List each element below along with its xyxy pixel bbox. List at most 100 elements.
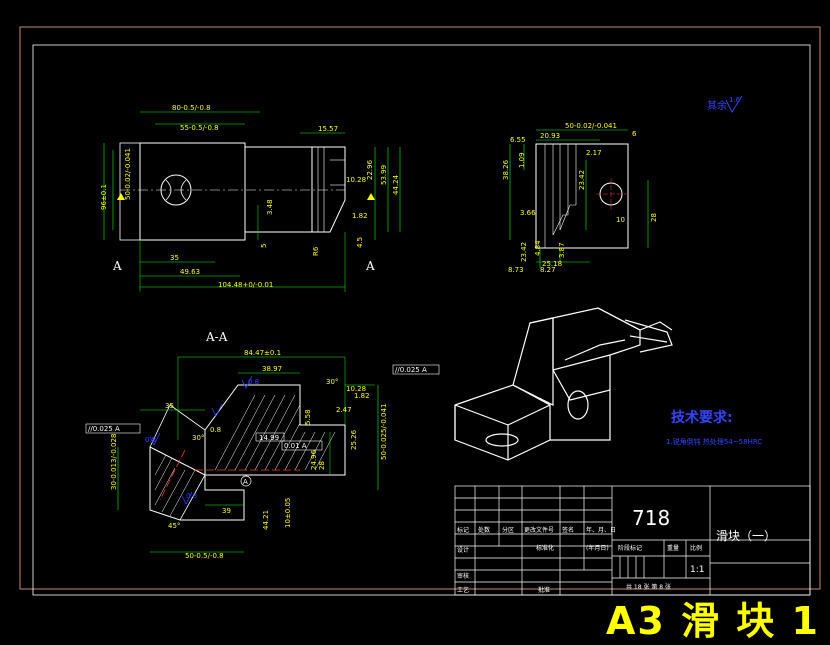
- dim-45deg: 45°: [168, 522, 180, 530]
- stage-header: 阶段标记: [618, 544, 642, 552]
- scale-value: 1:1: [690, 565, 704, 575]
- dim-53-99: 53.99: [380, 165, 388, 185]
- sheet-info: 共 18 张 第 8 张: [626, 583, 671, 591]
- side-view: 50-0.02/-0.041 6.55 20.93 6 1.09 38.26 2…: [502, 122, 658, 274]
- tb-date: 年、月、日: [586, 526, 616, 534]
- ra-0-8-c: 0.8: [186, 492, 197, 500]
- ra-0-8-a: 0.8: [248, 378, 259, 386]
- dim-44-21: 44.21: [262, 510, 270, 530]
- dim-80: 80-0.5/-0.8: [172, 104, 211, 112]
- scale-header: 比例: [690, 544, 702, 552]
- roughness-note: 其余 1.6: [707, 95, 743, 114]
- dim-30deg-b: 30°: [192, 434, 204, 442]
- title-block: [454, 485, 811, 596]
- roughness-label: 其余: [707, 99, 727, 112]
- dim-2-17: 2.17: [586, 149, 602, 157]
- dim-20-93: 20.93: [540, 132, 560, 140]
- roughness-value: 1.6: [729, 96, 741, 104]
- tb-qianming: 签名: [562, 526, 574, 534]
- dim-s-35: 35: [165, 402, 174, 410]
- ra-0-8-b: 0.8: [145, 436, 156, 444]
- dim-14-99: 14.99: [259, 434, 279, 442]
- dim-35: 35: [170, 254, 179, 262]
- dim-49-63: 49.63: [180, 268, 200, 276]
- dim-side-50: 50-0.02/-0.041: [565, 122, 617, 130]
- dim-44-24: 44.24: [392, 174, 400, 195]
- dim-23-42b: 23.42: [520, 242, 528, 262]
- view-marker-a-right: A: [365, 259, 375, 273]
- tb-fenqu: 分区: [502, 526, 514, 534]
- dim-1-82: 1.82: [352, 212, 368, 220]
- dim-left-30: 30-0.013/-0.028: [110, 434, 118, 490]
- watermark-title: A3 滑 块 1: [606, 599, 820, 643]
- dim-25-26: 25.26: [350, 429, 358, 450]
- dim-22-96: 22.96: [366, 159, 374, 180]
- tb-gongyi: 工艺: [457, 586, 469, 594]
- tb-gengai: 更改文件号: [524, 526, 554, 534]
- dim-0-8: 0.8: [210, 426, 221, 434]
- dim-8-27: 8.27: [540, 266, 556, 274]
- isometric-view: [454, 307, 673, 461]
- dim-4-5: 4.5: [356, 237, 364, 248]
- dim-24-96: 24.96: [310, 449, 318, 470]
- tech-requirements: 技术要求: 1.锐角倒钝 热处理54~58HRC: [666, 409, 762, 446]
- dim-6-55: 6.55: [510, 136, 526, 144]
- dim-4-84: 4.84: [534, 240, 542, 256]
- dim-38-26: 38.26: [502, 159, 510, 180]
- dim-10-28: 10.28: [346, 176, 366, 184]
- dim-39: 39: [222, 507, 231, 515]
- part-name: 滑块（一）: [716, 529, 776, 543]
- dim-96: 96±0.1: [100, 184, 108, 210]
- dim-28: 28: [650, 213, 658, 222]
- dim-s-50-bottom: 50-0.5/-0.8: [185, 552, 224, 560]
- dim-8-73: 8.73: [508, 266, 524, 274]
- title-block-text: 718 滑块（一） 阶段标记 重量 比例 1:1 共 18 张 第 8 张 标记…: [457, 506, 776, 594]
- tb-pizhun: 批准: [538, 586, 550, 594]
- dim-30deg: 30°: [326, 378, 338, 386]
- view-marker-a-left: A: [112, 259, 122, 273]
- dim-s-1-82: 1.82: [354, 392, 370, 400]
- dim-5-58: 5.58: [304, 409, 312, 425]
- part-number: 718: [632, 506, 670, 530]
- dim-right-50: 50-0.025/-0.041: [380, 404, 388, 460]
- dim-r6: R6: [312, 246, 320, 256]
- tech-title: 技术要求:: [671, 409, 733, 426]
- dim-10: 10: [616, 216, 625, 224]
- dim-50: 50-0.02/-0.041: [124, 148, 132, 200]
- tb-nianyueri: (年月日): [586, 544, 609, 552]
- dim-6: 6: [632, 130, 637, 138]
- tol-frame-right: //0.025 A: [395, 366, 427, 374]
- tb-sheji: 设计: [457, 546, 469, 554]
- tb-biaozhunhua: 标准化: [536, 544, 554, 552]
- dim-2-47: 2.47: [336, 406, 352, 414]
- dim-55: 55-0.5/-0.8: [180, 124, 219, 132]
- front-view: A A 80-0.5/-0.8 55-0.5/-0.8 15.57 96±0.1…: [100, 104, 401, 292]
- dim-104-48: 104.48+0/-0.01: [218, 281, 273, 289]
- dim-23-42: 23.42: [578, 170, 586, 190]
- hatch-pattern: [154, 394, 336, 517]
- dim-1-09: 1.09: [518, 152, 526, 168]
- tol-frame-left: //0.025 A: [88, 425, 120, 433]
- dim-s-10-28: 10.28: [346, 385, 366, 393]
- dim-5: 5: [260, 244, 268, 248]
- tol-frame-mid: 0.01 A: [284, 442, 307, 450]
- dim-25-18: 25.18: [542, 260, 562, 268]
- dim-3-66: 3.66: [520, 209, 536, 217]
- dim-15-57: 15.57: [318, 125, 338, 133]
- section-view: A-A: [85, 330, 440, 560]
- section-label: A-A: [205, 330, 228, 344]
- tb-shenhe: 审核: [457, 572, 469, 580]
- tb-chushu: 处数: [478, 526, 490, 534]
- tech-line1: 1.锐角倒钝 热处理54~58HRC: [666, 437, 762, 446]
- outer-frame: [19, 26, 821, 590]
- weight-header: 重量: [667, 544, 679, 552]
- dim-10-05: 10±0.05: [284, 498, 292, 528]
- datum-a: A: [243, 478, 248, 486]
- dim-84-47: 84.47±0.1: [244, 349, 281, 357]
- dim-s-28: 28: [318, 461, 326, 470]
- dim-3-87: 3.87: [558, 242, 566, 258]
- dim-3-48: 3.48: [266, 199, 274, 215]
- dim-38-97: 38.97: [262, 365, 282, 373]
- inner-frame: [32, 44, 811, 596]
